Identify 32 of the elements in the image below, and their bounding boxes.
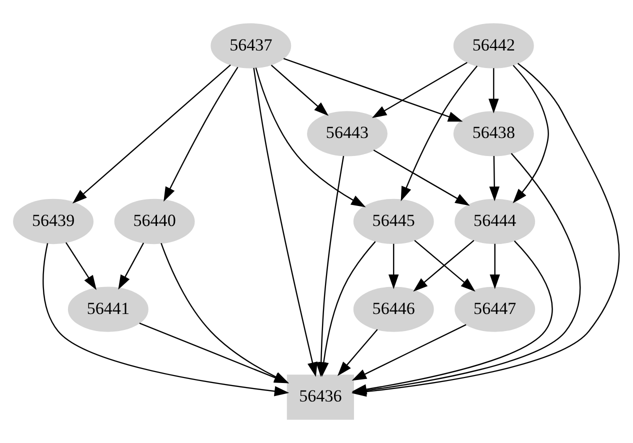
arrow — [337, 329, 378, 376]
arrow — [253, 68, 318, 377]
node-ellipse: 56442 — [453, 23, 534, 68]
arrow — [270, 64, 329, 116]
arrow — [72, 64, 231, 204]
node-ellipse: 56439 — [13, 198, 94, 244]
arrow — [352, 324, 466, 381]
node-ellipse: 56444 — [454, 198, 536, 244]
node-box: 56436 — [286, 374, 354, 420]
node-ellipse: 56437 — [210, 23, 292, 68]
node-ellipse: 56440 — [114, 198, 195, 244]
arrow — [352, 240, 553, 394]
arrow — [66, 242, 97, 290]
arrow — [373, 150, 470, 206]
arrow — [512, 64, 549, 204]
node-ellipse: 56443 — [307, 111, 388, 156]
arrow — [118, 242, 144, 290]
arrow — [488, 68, 499, 114]
arrow — [372, 62, 468, 118]
arrow — [400, 66, 478, 202]
node-ellipse: 56445 — [353, 198, 434, 244]
arrow — [490, 244, 500, 290]
arrow — [164, 66, 238, 202]
node-ellipse: 56438 — [453, 111, 534, 156]
node-ellipse: 56446 — [353, 286, 434, 332]
node-ellipse: 56441 — [68, 286, 148, 332]
arrow — [255, 68, 366, 208]
arrow — [318, 241, 376, 377]
node-ellipse: 56447 — [454, 286, 536, 332]
arrow — [283, 58, 463, 122]
arrow — [489, 156, 500, 202]
arrow — [388, 244, 399, 290]
